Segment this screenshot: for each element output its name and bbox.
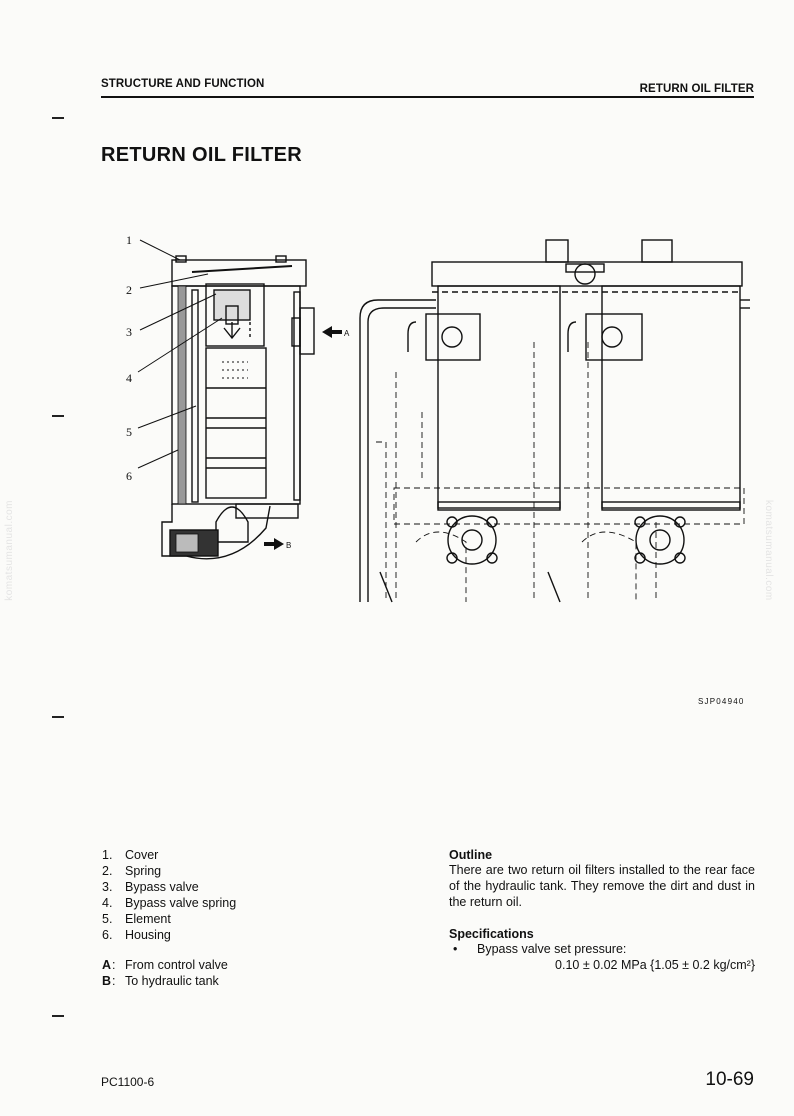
part-number: 1. xyxy=(102,848,113,862)
filter-pair-view xyxy=(359,239,750,603)
callout-2: 2 xyxy=(126,283,132,297)
outline-heading: Outline xyxy=(449,848,493,862)
part-label: Bypass valve xyxy=(125,880,199,894)
part-label: Spring xyxy=(125,864,162,878)
part-label: Housing xyxy=(125,928,171,942)
specifications-heading: Specifications xyxy=(449,927,534,941)
header-section-title: STRUCTURE AND FUNCTION xyxy=(101,78,265,90)
list-item: 5. Element xyxy=(102,911,236,927)
port-separator: : xyxy=(112,974,116,988)
page-title: RETURN OIL FILTER xyxy=(101,144,303,166)
watermark-right: komatsumanual.com xyxy=(763,500,774,601)
port-label: To hydraulic tank xyxy=(125,974,219,988)
bullet: • xyxy=(453,942,458,956)
part-number: 6. xyxy=(102,928,113,942)
outline-text: There are two return oil filters install… xyxy=(449,863,755,909)
spec-value: 0.10 ± 0.02 MPa {1.05 ± 0.2 kg/cm²} xyxy=(555,958,755,972)
part-label: Element xyxy=(125,912,171,926)
page-number: 10-69 xyxy=(705,1069,754,1090)
port-label: From control valve xyxy=(125,958,228,972)
list-item: A: From control valve xyxy=(102,957,228,973)
list-item: 3. Bypass valve xyxy=(102,879,236,895)
part-number: 3. xyxy=(102,880,113,894)
list-item: B: To hydraulic tank xyxy=(102,973,228,989)
filter-section-view xyxy=(161,255,315,560)
callout-5: 5 xyxy=(126,425,132,439)
part-label: Cover xyxy=(125,848,159,862)
port-legend: A: From control valve B: To hydraulic tank xyxy=(102,957,228,989)
part-number: 2. xyxy=(102,864,113,878)
return-oil-filter-drawing: 1 2 3 4 5 6 A B xyxy=(126,233,750,603)
callout-3: 3 xyxy=(126,325,132,339)
part-label: Bypass valve spring xyxy=(125,896,237,910)
port-key: B xyxy=(102,974,112,988)
callout-6: 6 xyxy=(126,469,132,483)
margin-tick xyxy=(52,117,64,119)
part-number: 4. xyxy=(102,896,113,910)
header-topic-title: RETURN OIL FILTER xyxy=(639,83,754,95)
port-b-label: B xyxy=(286,541,291,550)
header-rule xyxy=(101,96,754,98)
footer-model: PC1100-6 xyxy=(101,1075,155,1089)
callout-1: 1 xyxy=(126,233,132,247)
parts-list: 1. Cover 2. Spring 3. Bypass valve 4. Bypass… xyxy=(102,847,236,943)
margin-tick xyxy=(52,716,64,718)
spec-item: • Bypass valve set pressure: xyxy=(449,941,755,957)
margin-tick xyxy=(52,1015,64,1017)
port-a-label: A xyxy=(344,329,350,338)
spec-label: Bypass valve set pressure: xyxy=(477,942,627,956)
list-item: 4. Bypass valve spring xyxy=(102,895,236,911)
callout-4: 4 xyxy=(126,371,132,385)
port-key: A xyxy=(102,958,112,972)
list-item: 2. Spring xyxy=(102,863,236,879)
list-item: 1. Cover xyxy=(102,847,236,863)
port-separator: : xyxy=(112,958,116,972)
watermark-left: komatsumanual.com xyxy=(4,500,15,601)
drawing-code: SJP04940 xyxy=(698,697,745,706)
list-item: 6. Housing xyxy=(102,927,236,943)
part-number: 5. xyxy=(102,912,113,926)
margin-tick xyxy=(52,415,64,417)
